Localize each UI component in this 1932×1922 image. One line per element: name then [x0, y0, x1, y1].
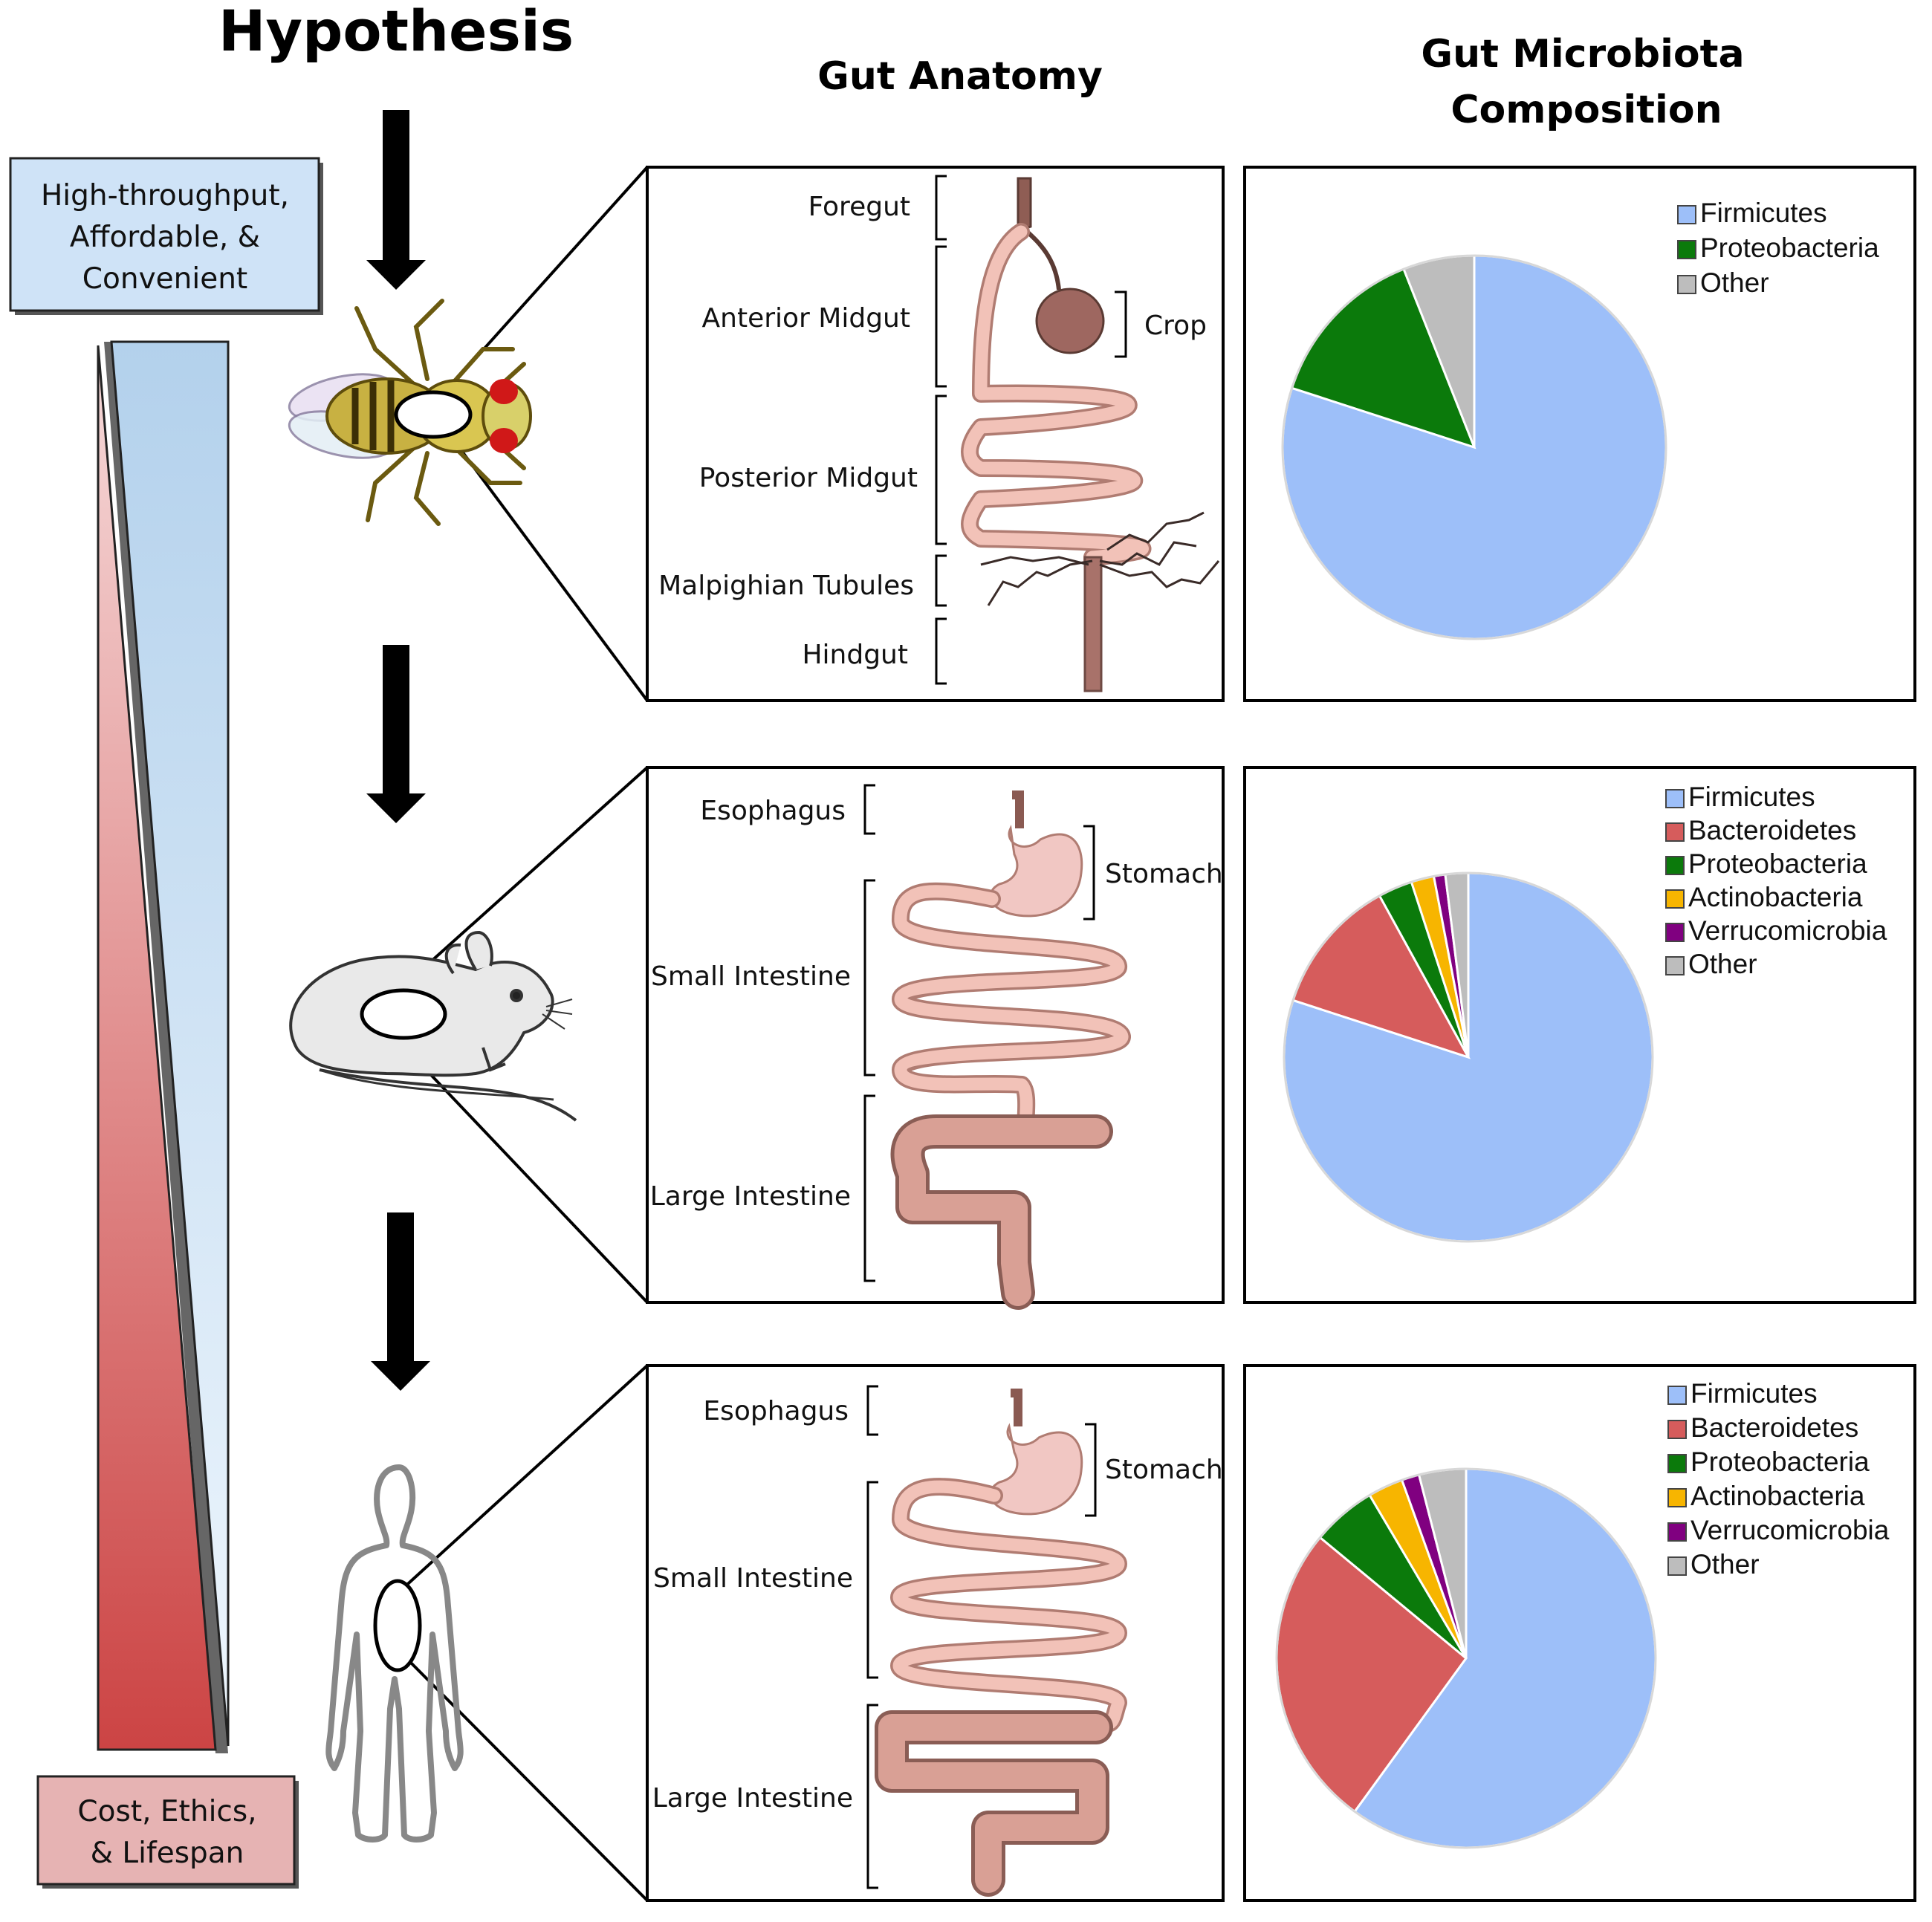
mouse-label-stomach: Stomach	[1105, 859, 1223, 889]
legend-label-proteobacteria: Proteobacteria	[1700, 233, 1879, 263]
gut-anatomy-header: Gut Anatomy	[817, 54, 1103, 99]
mouse-pie-chart	[1283, 871, 1654, 1243]
advantages-line2: Affordable, &	[70, 221, 260, 254]
mouse-label-large-intestine: Large Intestine	[650, 1181, 851, 1212]
mouse-label-small-intestine: Small Intestine	[651, 961, 851, 992]
human-illustration	[325, 1464, 464, 1843]
legend-swatch-proteobacteria	[1667, 1454, 1687, 1473]
mouse-gut-marker	[360, 988, 447, 1040]
legend-label-actinobacteria: Actinobacteria	[1690, 1481, 1865, 1511]
legend-label-firmicutes: Firmicutes	[1700, 198, 1827, 228]
mouse-brackets	[863, 784, 1095, 1282]
legend-swatch-actinobacteria	[1667, 1488, 1687, 1507]
legend-label-proteobacteria: Proteobacteria	[1690, 1447, 1870, 1477]
microbiota-header-line1: Gut Microbiota	[1421, 32, 1744, 77]
advantages-line3: Convenient	[82, 262, 247, 296]
benefit-wedge	[110, 340, 230, 1747]
legend-swatch-firmicutes	[1667, 1386, 1687, 1405]
legend-swatch-firmicutes	[1665, 789, 1685, 808]
human-gut-marker	[373, 1579, 422, 1672]
legend-swatch-actinobacteria	[1665, 889, 1685, 909]
human-pie-legend: FirmicutesBacteroidetesProteobacteriaAct…	[1667, 1378, 1890, 1580]
pie-outline	[1281, 254, 1667, 640]
fly-gut-marker	[394, 390, 473, 439]
legend-swatch-other	[1665, 956, 1685, 975]
microbiota-header-line2: Composition	[1450, 88, 1722, 132]
fly-gut-drawing	[961, 177, 1220, 692]
legend-swatch-verrucomicrobia	[1667, 1522, 1687, 1542]
pie-outline	[1275, 1467, 1657, 1849]
legend-label-proteobacteria: Proteobacteria	[1688, 848, 1867, 879]
down-arrows	[366, 110, 430, 1391]
mouse-gut-drawing	[890, 790, 1131, 1310]
hypothesis-title: Hypothesis	[218, 0, 574, 64]
human-label-esophagus: Esophagus	[703, 1396, 849, 1426]
human-label-stomach: Stomach	[1105, 1455, 1223, 1485]
wedge-shadow	[104, 342, 228, 1753]
fly-pie-chart	[1281, 254, 1667, 640]
human-anatomy-panel	[646, 1364, 1225, 1902]
legend-label-bacteroidetes: Bacteroidetes	[1688, 815, 1856, 845]
fly-label-foregut: Foregut	[808, 192, 910, 222]
human-label-small-intestine: Small Intestine	[653, 1563, 853, 1594]
legend-label-firmicutes: Firmicutes	[1688, 782, 1815, 812]
legend-label-bacteroidetes: Bacteroidetes	[1690, 1412, 1858, 1443]
fly-label-posterior-midgut: Posterior Midgut	[699, 463, 918, 493]
legend-swatch-bacteroidetes	[1665, 822, 1685, 842]
legend-swatch-proteobacteria	[1665, 856, 1685, 875]
costs-line2: & Lifespan	[91, 1837, 244, 1870]
legend-swatch-verrucomicrobia	[1665, 923, 1685, 942]
legend-swatch-proteobacteria	[1677, 240, 1696, 259]
advantages-box: High-throughput, Affordable, & Convenien…	[9, 157, 323, 315]
legend-label-other: Other	[1700, 267, 1769, 298]
human-gut-drawing	[875, 1389, 1127, 1897]
mouse-pie-legend: FirmicutesBacteroidetesProteobacteriaAct…	[1665, 782, 1887, 979]
legend-label-other: Other	[1688, 949, 1757, 979]
legend-label-verrucomicrobia: Verrucomicrobia	[1688, 915, 1887, 946]
legend-label-other: Other	[1690, 1549, 1760, 1580]
human-pie-chart	[1275, 1467, 1657, 1849]
legend-label-firmicutes: Firmicutes	[1690, 1378, 1818, 1409]
pie-outline	[1283, 871, 1654, 1243]
legend-label-actinobacteria: Actinobacteria	[1688, 882, 1863, 912]
legend-label-verrucomicrobia: Verrucomicrobia	[1690, 1515, 1890, 1545]
legend-swatch-other	[1667, 1556, 1687, 1576]
fly-brackets	[935, 175, 1127, 685]
legend-swatch-other	[1677, 275, 1696, 294]
fly-label-malpighian: Malpighian Tubules	[658, 571, 914, 601]
arrow-3	[371, 1212, 430, 1391]
arrow-1	[366, 110, 426, 290]
fly-label-hindgut: Hindgut	[802, 640, 908, 670]
legend-swatch-firmicutes	[1677, 205, 1696, 224]
legend-swatch-bacteroidetes	[1667, 1420, 1687, 1439]
cost-wedge	[97, 345, 217, 1751]
fly-label-anterior-midgut: Anterior Midgut	[702, 303, 910, 334]
fly-label-crop: Crop	[1144, 311, 1207, 341]
fly-illustration	[288, 299, 532, 526]
human-label-large-intestine: Large Intestine	[652, 1783, 853, 1814]
advantages-line1: High-throughput,	[41, 179, 289, 212]
mouse-label-esophagus: Esophagus	[700, 796, 846, 826]
costs-line1: Cost, Ethics,	[77, 1795, 256, 1828]
mouse-illustration	[289, 930, 577, 1122]
human-brackets	[866, 1385, 1097, 1889]
arrow-2	[366, 645, 426, 823]
costs-box: Cost, Ethics, & Lifespan	[36, 1775, 299, 1889]
